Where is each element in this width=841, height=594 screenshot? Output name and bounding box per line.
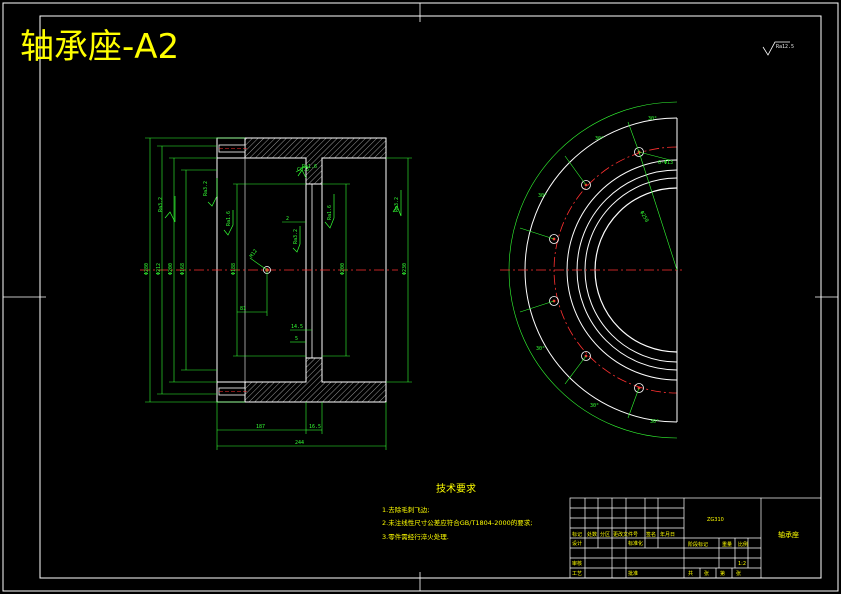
drawing-title: 轴承座-A2 [20, 27, 179, 67]
rough-r7: Ra1.6 [302, 164, 317, 170]
tb-row-1: 设计 [572, 540, 582, 547]
tb-row-3: 工艺 [572, 571, 582, 577]
dim-bolt-circle: Φ250 [638, 210, 649, 223]
dim-hole: M12 [249, 248, 259, 259]
tb-weight: 重量 [722, 541, 732, 548]
end-view [500, 101, 682, 439]
dim-len-2: 2 [286, 216, 289, 222]
angle-4: 30° [536, 346, 545, 352]
dim-d-d: Φ188 [231, 263, 237, 275]
dim-d-e: Φ200 [340, 263, 346, 275]
dim-len-16: 16.5 [309, 424, 321, 430]
tb-hdr-2: 处数 [587, 531, 597, 538]
dim-d-outer: Φ280 [144, 263, 150, 275]
tb-approve: 批准 [628, 570, 638, 577]
angle-6: 30° [650, 419, 659, 425]
section-view [140, 137, 398, 403]
tb-hdr-3: 分区 [600, 531, 610, 538]
tb-sheet-3: 第 [720, 570, 725, 577]
tb-material: ZG310 [707, 517, 724, 523]
tb-hdr-1: 标记 [572, 531, 582, 538]
tb-scale-label: 比例 [738, 541, 748, 548]
tb-sheet-1: 共 [688, 570, 693, 577]
tb-sheet-4: 张 [736, 570, 741, 577]
tb-hdr-6: 年月日 [660, 531, 675, 538]
tb-part-name: 轴承座 [778, 530, 799, 539]
angle-5: 30° [590, 403, 599, 409]
tech-req-title: 技术要求 [436, 482, 476, 495]
section-dimensions [145, 137, 412, 450]
tb-hdr-5: 签名 [646, 531, 656, 538]
dim-len-14: 14.5 [291, 324, 303, 330]
section-dimension-text: Φ280 Φ212 Φ200 Φ168 Φ188 Φ200 Φ230 244 1… [144, 164, 408, 446]
angle-1: 30° [648, 116, 657, 122]
tech-req-item-3: 3.零件需经行淬火处理. [382, 532, 449, 541]
end-view-text: 30° 30° 30° 30° 30° 30° 6-Φ13 Φ250 [536, 116, 673, 425]
tb-row-2: 审核 [572, 560, 582, 567]
technical-requirements: 技术要求 1.去除毛刺飞边; 2.未注线性尺寸公差应符合GB/T1804-200… [382, 482, 532, 541]
dim-len-5: 5 [295, 336, 298, 342]
angle-2: 30° [595, 136, 604, 142]
rough-r5: Ra1.6 [327, 205, 333, 220]
dim-len-total: 244 [295, 440, 304, 446]
tb-stage: 阶段标记 [688, 541, 708, 548]
rough-r6: Ra3.2 [394, 197, 400, 212]
tb-scale: 1:2 [738, 561, 746, 567]
dim-d-f: Φ230 [402, 263, 408, 275]
title-block [569, 497, 822, 579]
tech-req-item-1: 1.去除毛刺飞边; [382, 505, 429, 514]
dim-len-187: 187 [256, 424, 265, 430]
dim-d-a: Φ212 [156, 263, 162, 275]
dim-d-b: Φ200 [168, 263, 174, 275]
dim-len-81: 81 [240, 306, 246, 312]
rough-r2: Ra3.2 [203, 181, 209, 196]
dim-bolt-hole: 6-Φ13 [658, 160, 673, 166]
tb-std: 标准化 [628, 540, 643, 547]
roughness-symbols [164, 169, 402, 253]
angle-3: 30° [538, 193, 547, 199]
dim-chamfer: C0.5 [297, 167, 309, 173]
dim-d-c: Φ168 [180, 263, 186, 275]
roughness-note: Ra12.5 [762, 41, 794, 56]
roughness-note-text: Ra12.5 [776, 44, 794, 50]
rough-r3: Ra1.6 [226, 211, 232, 226]
tb-sheet-2: 张 [704, 570, 709, 577]
rough-r4: Ra3.2 [293, 229, 299, 244]
title-block-text: ZG310 轴承座 标记 处数 分区 更改文件号 签名 年月日 设计 审核 工艺… [572, 517, 799, 577]
rough-r1: Ra3.2 [158, 197, 164, 212]
tech-req-item-2: 2.未注线性尺寸公差应符合GB/T1804-2000的要求; [382, 518, 532, 527]
tb-hdr-4: 更改文件号 [613, 531, 638, 538]
